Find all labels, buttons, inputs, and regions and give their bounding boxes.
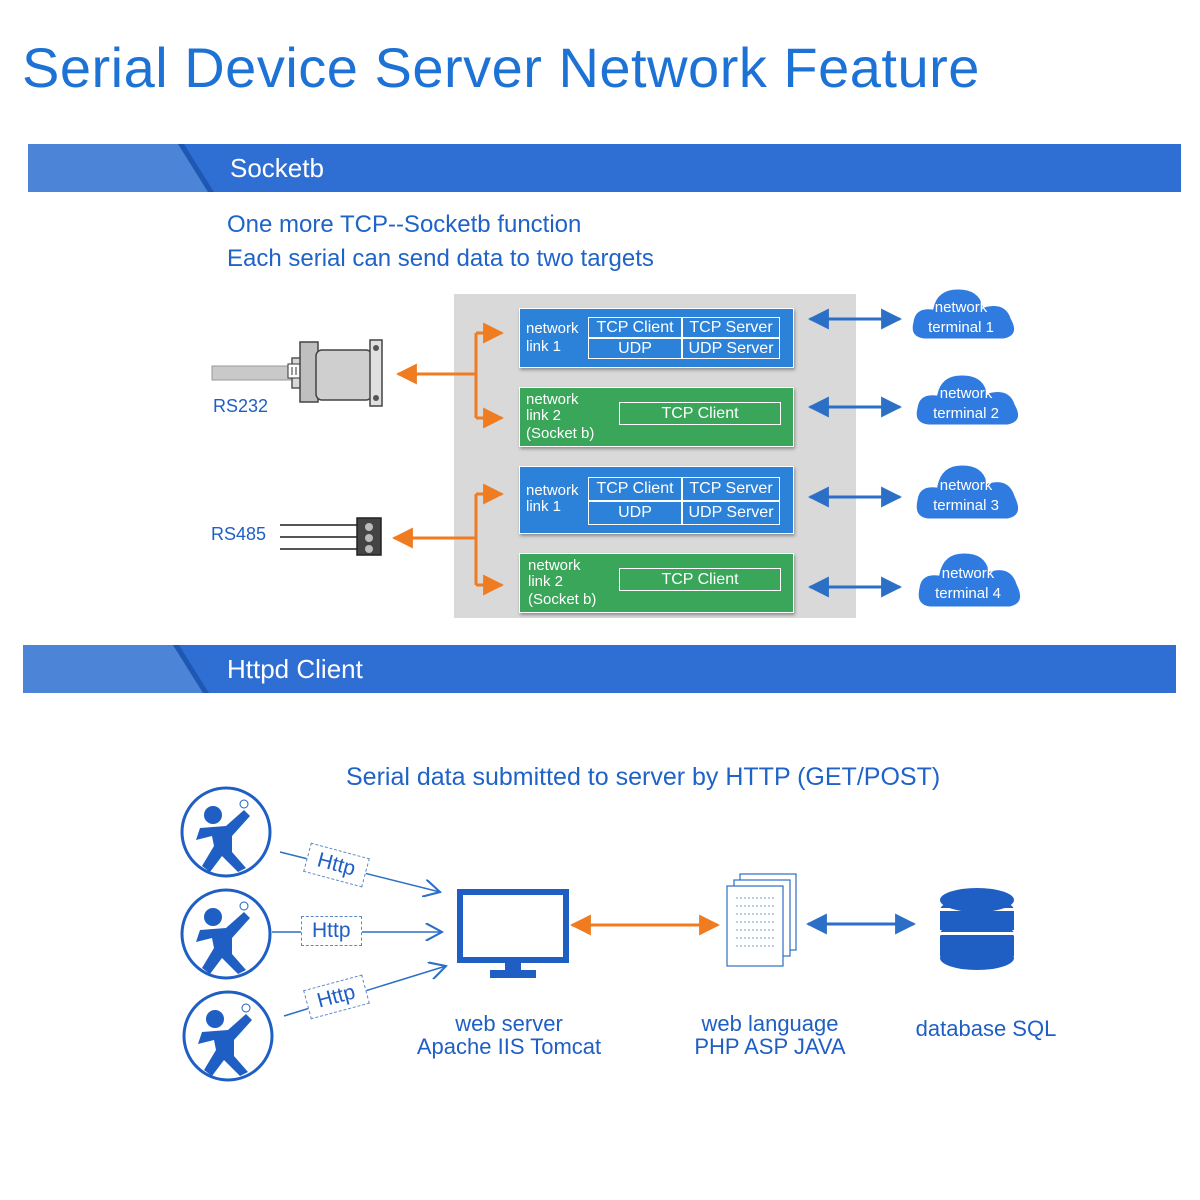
rs232-connector-icon bbox=[211, 339, 383, 407]
web-server-line1: web server bbox=[455, 1011, 563, 1036]
link-label-line3: (Socket b) bbox=[528, 591, 597, 608]
terminal-label-line2: terminal 4 bbox=[935, 585, 1001, 602]
terminal-3-label: network terminal 3 bbox=[918, 476, 1014, 516]
terminal-label-line1: network bbox=[939, 477, 993, 494]
terminal-1-label: network terminal 1 bbox=[914, 298, 1008, 338]
web-server-caption: web server Apache IIS Tomcat bbox=[398, 1012, 620, 1058]
section-bar-bg bbox=[23, 645, 1176, 693]
network-link-1-box: network link 1 TCP Client TCP Server UDP… bbox=[519, 308, 794, 368]
rs485-orange-connector bbox=[391, 483, 505, 596]
web-language-line1: web language bbox=[701, 1011, 839, 1036]
cloud-terminal-1-icon bbox=[909, 286, 1018, 342]
web-server-monitor-icon bbox=[457, 889, 569, 978]
web-language-line2: PHP ASP JAVA bbox=[694, 1034, 846, 1059]
rs485-terminal-icon bbox=[280, 517, 382, 556]
terminal-2-label: network terminal 2 bbox=[918, 384, 1014, 424]
section-title-httpd: Httpd Client bbox=[227, 654, 363, 684]
network-link-3-box: network link 1 TCP Client TCP Server UDP… bbox=[519, 466, 794, 534]
database-icon bbox=[940, 888, 1014, 970]
rs232-orange-connector bbox=[395, 322, 505, 429]
mode-udp-server: UDP Server bbox=[682, 338, 780, 359]
section-title-socketb: Socketb bbox=[230, 153, 324, 183]
web-language-caption: web language PHP ASP JAVA bbox=[672, 1012, 868, 1058]
section-bar-socketb: Socketb bbox=[28, 144, 1181, 192]
mode-tcp-server: TCP Server bbox=[682, 477, 780, 501]
mode-tcp-client: TCP Client bbox=[619, 402, 781, 425]
mode-udp: UDP bbox=[588, 338, 682, 359]
mode-tcp-server: TCP Server bbox=[682, 317, 780, 338]
section-bar-httpd: Httpd Client bbox=[23, 645, 1176, 693]
section-bar-bg bbox=[28, 144, 1181, 192]
terminal-label-line1: network bbox=[941, 565, 995, 582]
user-icon-2 bbox=[180, 888, 272, 980]
terminal-arrows bbox=[807, 308, 903, 598]
network-link-2-box: network link 2 (Socket b) TCP Client bbox=[519, 387, 794, 447]
mode-udp-server: UDP Server bbox=[682, 501, 780, 525]
link-label-line2: link 2 bbox=[528, 573, 564, 590]
mode-udp: UDP bbox=[588, 501, 682, 525]
terminal-label-line2: terminal 1 bbox=[928, 319, 994, 336]
cloud-terminal-4-icon bbox=[915, 550, 1024, 610]
link-label-line1: network bbox=[526, 482, 579, 499]
link-label-line3: (Socket b) bbox=[526, 425, 595, 442]
mode-tcp-client: TCP Client bbox=[619, 568, 781, 591]
terminal-label-line1: network bbox=[939, 385, 993, 402]
mode-tcp-client: TCP Client bbox=[588, 477, 682, 501]
link-label-line2: link 1 bbox=[526, 498, 562, 515]
cloud-terminal-2-icon bbox=[913, 372, 1022, 428]
terminal-label-line2: terminal 3 bbox=[933, 497, 999, 514]
web-server-line2: Apache IIS Tomcat bbox=[416, 1034, 602, 1059]
socketb-desc-line2: Each serial can send data to two targets bbox=[227, 245, 654, 272]
rs485-label: RS485 bbox=[211, 524, 267, 544]
link-label-line1: network bbox=[528, 557, 581, 574]
terminal-4-label: network terminal 4 bbox=[920, 564, 1016, 604]
link-label-line1: network bbox=[526, 391, 579, 408]
terminal-label-line2: terminal 2 bbox=[933, 405, 999, 422]
rs232-label: RS232 bbox=[213, 396, 269, 416]
link-label-line2: link 1 bbox=[526, 338, 562, 355]
link-label-line2: link 2 bbox=[526, 407, 562, 424]
http-label: Http bbox=[301, 916, 362, 946]
socketb-desc-line1: One more TCP--Socketb function bbox=[227, 211, 582, 238]
terminal-label-line1: network bbox=[934, 299, 988, 316]
network-link-4-box: network link 2 (Socket b) TCP Client bbox=[519, 553, 794, 613]
cloud-terminal-3-icon bbox=[913, 462, 1022, 522]
page-title: Serial Device Server Network Feature bbox=[22, 36, 980, 99]
user-icon-1 bbox=[180, 786, 272, 878]
web-language-documents-icon bbox=[726, 873, 797, 967]
user-icon-3 bbox=[182, 990, 274, 1082]
database-caption: database SQL bbox=[915, 1016, 1057, 1041]
link-label-line1: network bbox=[526, 320, 579, 337]
mode-tcp-client: TCP Client bbox=[588, 317, 682, 338]
httpd-subtitle: Serial data submitted to server by HTTP … bbox=[346, 763, 941, 791]
